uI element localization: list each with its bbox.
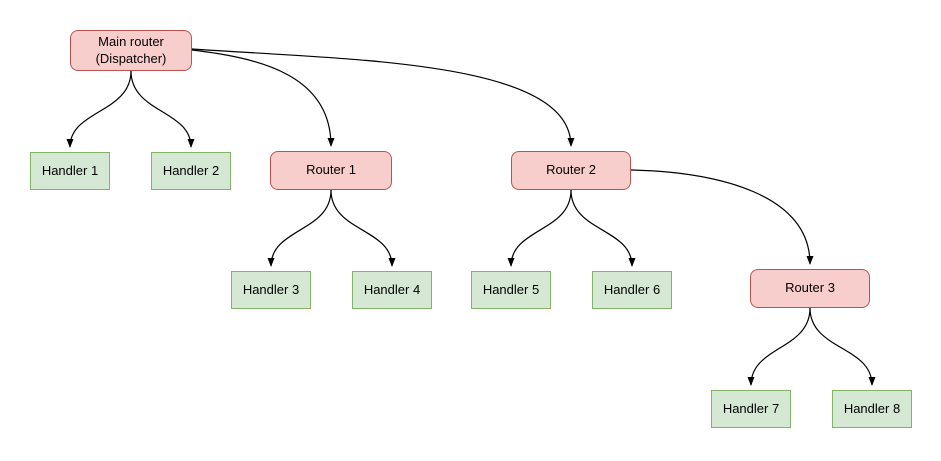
node-router-3: Router 3	[750, 269, 870, 308]
node-handler-3: Handler 3	[231, 271, 311, 309]
edge-main-to-router1	[191, 49, 335, 147]
edge-router3-to-handler7	[747, 307, 811, 386]
node-router-2: Router 2	[511, 151, 631, 190]
node-handler-8: Handler 8	[832, 390, 912, 428]
node-handler-2: Handler 2	[151, 152, 231, 190]
node-handler-5: Handler 5	[471, 271, 551, 309]
edge-router2-to-handler6	[570, 189, 636, 267]
node-handler-4: Handler 4	[352, 271, 432, 309]
node-handler-7: Handler 7	[711, 390, 791, 428]
edge-main-to-handler2	[130, 70, 195, 148]
edge-router3-to-handler8	[809, 307, 876, 386]
node-router-1: Router 1	[270, 151, 392, 190]
edge-main-to-router2	[191, 48, 575, 147]
edge-router1-to-handler3	[267, 189, 332, 267]
node-main-router: Main router (Dispatcher)	[70, 30, 192, 71]
edge-router2-to-router3	[630, 169, 814, 265]
edge-main-to-handler1	[66, 70, 132, 148]
node-handler-1: Handler 1	[30, 152, 110, 190]
node-handler-6: Handler 6	[592, 271, 672, 309]
edge-router1-to-handler4	[330, 189, 396, 267]
edge-router2-to-handler5	[507, 189, 572, 267]
